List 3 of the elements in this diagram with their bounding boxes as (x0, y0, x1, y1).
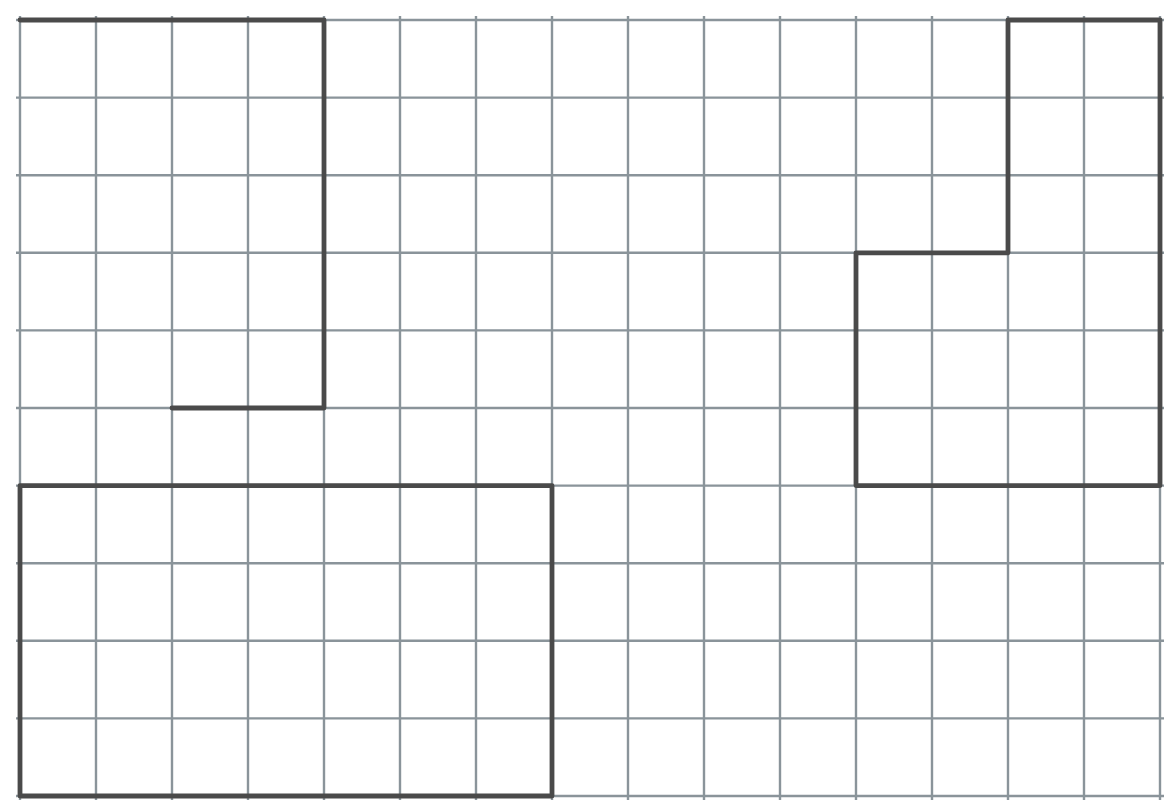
pencil-rectangle-outline (17, 483, 555, 799)
pencil-outline-shape (853, 17, 1163, 488)
pencil-outline-shape (17, 17, 327, 411)
